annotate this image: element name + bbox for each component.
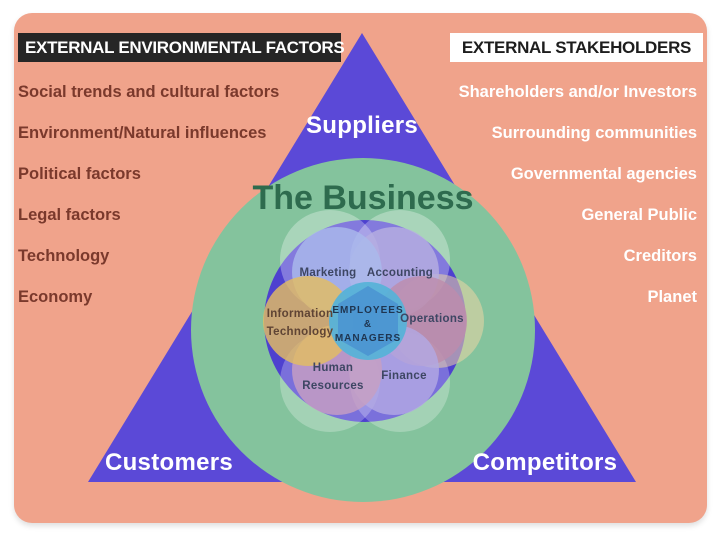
operations-label: Operations — [400, 313, 464, 325]
core-label-line3: MANAGERS — [335, 333, 401, 344]
list-item: Political factors — [18, 165, 141, 183]
competitors-label: Competitors — [473, 449, 618, 476]
business-title: The Business — [252, 179, 473, 217]
list-item: Shareholders and/or Investors — [458, 83, 697, 101]
list-item: Environment/Natural influences — [18, 124, 267, 142]
list-item: Legal factors — [18, 206, 121, 224]
list-item: Governmental agencies — [510, 165, 697, 183]
stakeholders-list: Shareholders and/or Investors Surroundin… — [459, 82, 697, 328]
information-technology-label-line1: Information — [267, 308, 334, 320]
external-stakeholders-header: EXTERNAL STAKEHOLDERS — [450, 33, 703, 62]
list-item: Creditors — [623, 247, 697, 265]
list-item: Economy — [18, 288, 93, 306]
list-item: Surrounding communities — [491, 124, 697, 142]
list-item: General Public — [581, 206, 697, 224]
human-resources-label-line1: Human — [313, 362, 353, 374]
external-environmental-factors-header: EXTERNAL ENVIRONMENTAL FACTORS — [18, 33, 345, 62]
core-label-line1: EMPLOYEES — [332, 305, 403, 316]
suppliers-label: Suppliers — [306, 112, 418, 139]
petal-information-technology — [263, 276, 353, 366]
human-resources-label-line2: Resources — [302, 380, 364, 392]
marketing-label: Marketing — [299, 267, 356, 279]
list-item: Planet — [647, 288, 697, 306]
list-item: Social trends and cultural factors — [18, 83, 280, 101]
information-technology-label-line2: Technology — [267, 326, 334, 338]
environmental-factors-list: Social trends and cultural factors Envir… — [18, 82, 279, 328]
core-hexagon — [338, 286, 398, 356]
finance-label: Finance — [381, 370, 427, 382]
customers-label: Customers — [105, 449, 233, 476]
core-label-line2: & — [364, 319, 372, 330]
list-item: Technology — [18, 247, 110, 265]
accounting-label: Accounting — [367, 267, 433, 279]
